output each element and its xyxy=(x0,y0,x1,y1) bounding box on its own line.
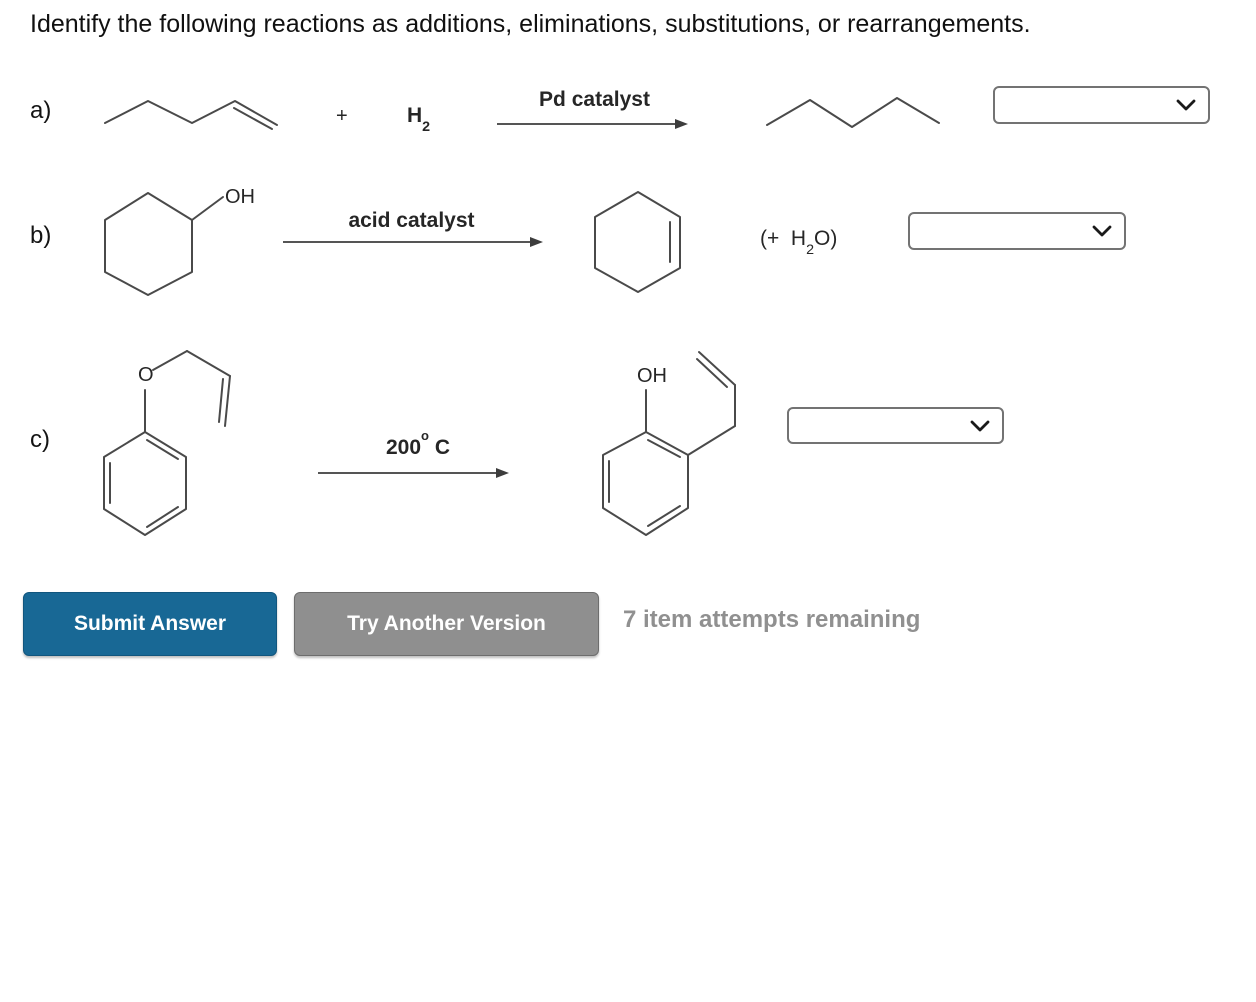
reaction-c-label: c) xyxy=(30,426,50,453)
allyl-phenyl-ether-structure: O xyxy=(103,350,231,536)
hydroxyl-label: OH xyxy=(225,186,255,208)
pentane-structure xyxy=(766,97,940,128)
hydrogen-base: H xyxy=(407,104,423,127)
byproduct-subscript: 2 xyxy=(806,242,815,259)
reaction-b-arrow xyxy=(283,237,543,247)
reaction-c-answer-dropdown[interactable] xyxy=(787,407,1004,444)
reaction-a-label: a) xyxy=(30,97,52,124)
water-byproduct: (+ H2O) xyxy=(760,227,838,257)
degree-symbol: o xyxy=(421,428,429,444)
temperature-value: 200 xyxy=(386,436,422,459)
reaction-a-arrow xyxy=(497,119,688,129)
reaction-b-answer-select[interactable] xyxy=(908,212,1126,250)
reaction-b-label: b) xyxy=(30,222,52,249)
attempts-remaining-status: 7 item attempts remaining xyxy=(623,606,921,633)
question-title: Identify the following reactions as addi… xyxy=(30,10,1031,38)
cyclohexene-structure xyxy=(594,191,681,293)
byproduct-pre: (+ H xyxy=(760,227,807,250)
temperature-unit: C xyxy=(429,436,450,459)
try-another-version-button[interactable]: Try Another Version xyxy=(294,592,599,656)
reaction-a-condition: Pd catalyst xyxy=(539,88,650,111)
pentene-structure xyxy=(104,100,278,130)
allylphenol-structure: OH xyxy=(602,351,736,536)
byproduct-post: O) xyxy=(814,227,838,250)
reaction-b-condition: acid catalyst xyxy=(348,209,475,232)
reaction-c-condition: 200o C xyxy=(313,429,523,460)
reaction-a-answer-dropdown[interactable] xyxy=(993,86,1210,124)
phenol-hydroxyl-label: OH xyxy=(637,365,667,387)
reaction-c-arrow xyxy=(318,468,509,478)
hydrogen-subscript: 2 xyxy=(422,119,431,136)
reaction-b-answer-dropdown[interactable] xyxy=(908,212,1126,250)
plus-sign: + xyxy=(336,105,348,127)
reaction-c-answer-select[interactable] xyxy=(787,407,1004,444)
reaction-a-answer-select[interactable] xyxy=(993,86,1210,124)
ether-oxygen-label: O xyxy=(138,364,154,386)
cyclohexanol-structure: OH xyxy=(104,186,255,296)
submit-answer-button[interactable]: Submit Answer xyxy=(23,592,277,656)
hydrogen-formula: H2 xyxy=(407,104,430,134)
